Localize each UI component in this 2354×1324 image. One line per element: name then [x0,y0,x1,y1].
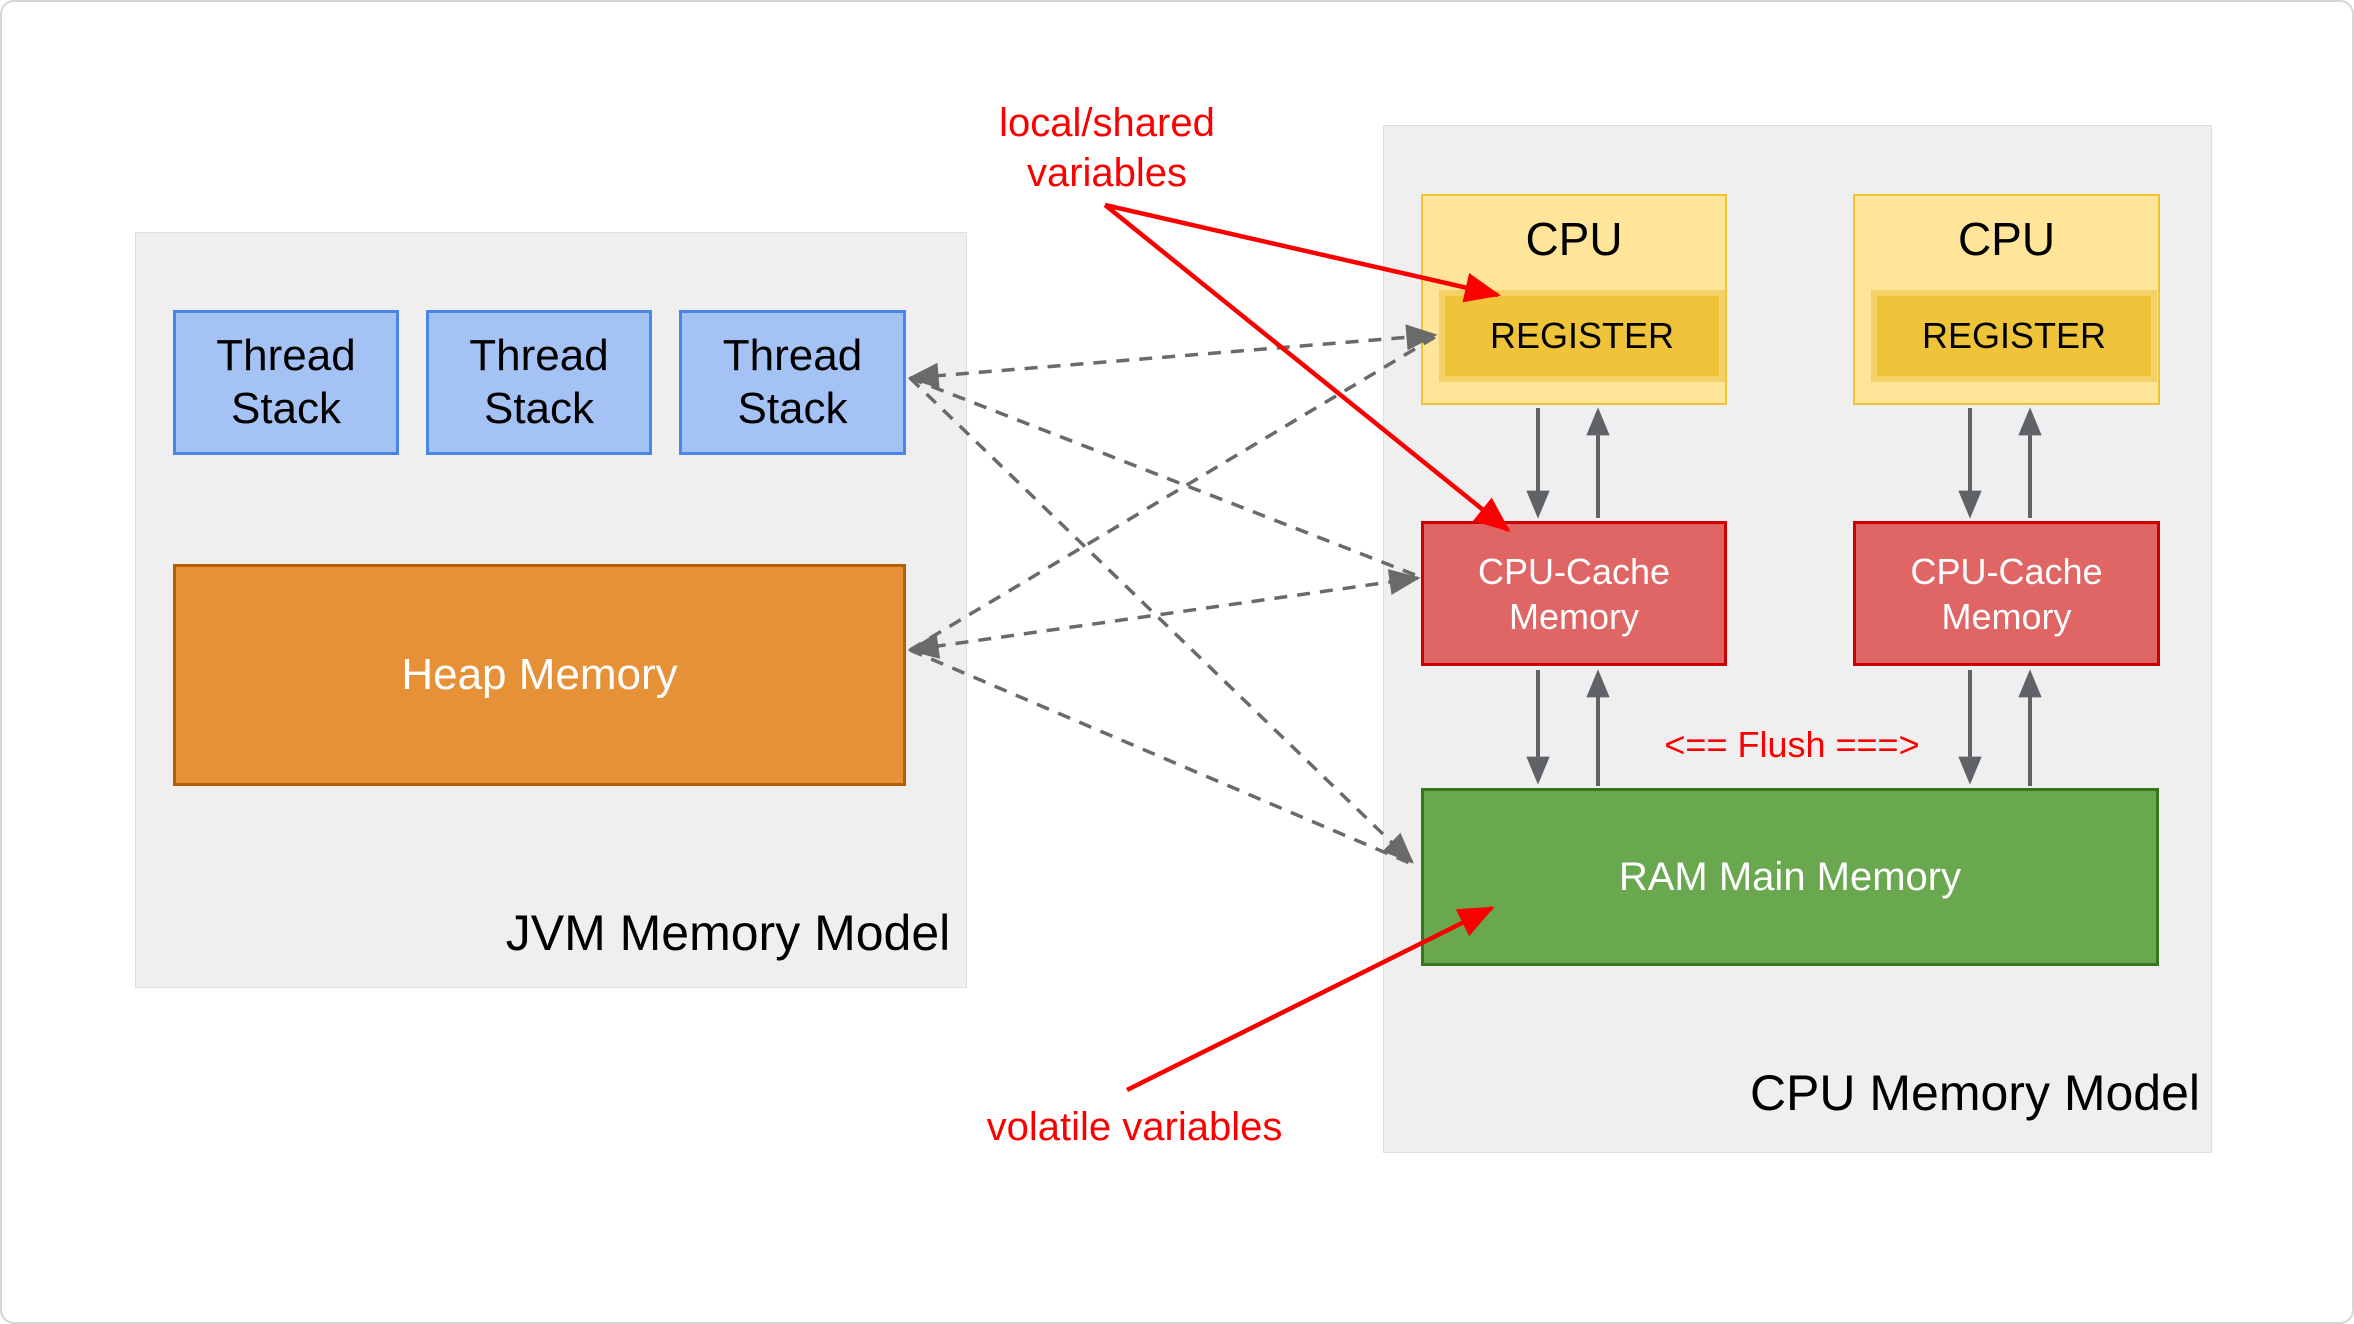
thread-stack-label: Thread Stack [216,330,356,433]
dashed-connector-heap-cache [907,569,1421,659]
thread-stack-box: Thread Stack [426,310,652,455]
cpu-cache-box: CPU-Cache Memory [1853,521,2160,666]
cpu-memory-model-title: CPU Memory Model [1749,1065,2201,1121]
cpu-label: CPU [1957,213,2056,265]
register-label: REGISTER [1921,315,2107,356]
dashed-connector-heap-ram [909,648,1413,866]
flush-label: <== Flush ===> [1664,724,1920,765]
ram-main-memory-box: RAM Main Memory [1421,788,2159,966]
thread-stack-label: Thread Stack [469,330,609,433]
thread-stack-box: Thread Stack [173,310,399,455]
register-label: REGISTER [1489,315,1675,356]
jvm-memory-model-title: JVM Memory Model [505,905,951,961]
ram-main-memory-label: RAM Main Memory [1618,854,1962,899]
volatile-variables-label: volatile variables [986,1105,1283,1149]
heap-memory-label: Heap Memory [401,650,678,699]
cpu-box: CPU REGISTER [1853,194,2160,405]
dashed-connector-thread-ram [908,376,1414,864]
dashed-connector-heap-register [909,335,1436,652]
cpu-cache-label: CPU-Cache Memory [1910,550,2103,637]
thread-stack-label: Thread Stack [722,330,863,433]
register-box: REGISTER [1439,290,1725,382]
register-box: REGISTER [1871,290,2157,382]
thread-stack-box: Thread Stack [679,310,906,455]
cpu-label: CPU [1525,213,1623,265]
cpu-box: CPU REGISTER [1421,194,1727,405]
cpu-cache-box: CPU-Cache Memory [1421,521,1727,666]
dashed-connector-thread-cache [909,376,1419,578]
local-shared-variables-label: local/shared variables [999,101,1215,195]
dashed-connector-thread-register [907,324,1438,389]
cpu-cache-label: CPU-Cache Memory [1477,550,1671,637]
heap-memory-box: Heap Memory [173,564,906,786]
